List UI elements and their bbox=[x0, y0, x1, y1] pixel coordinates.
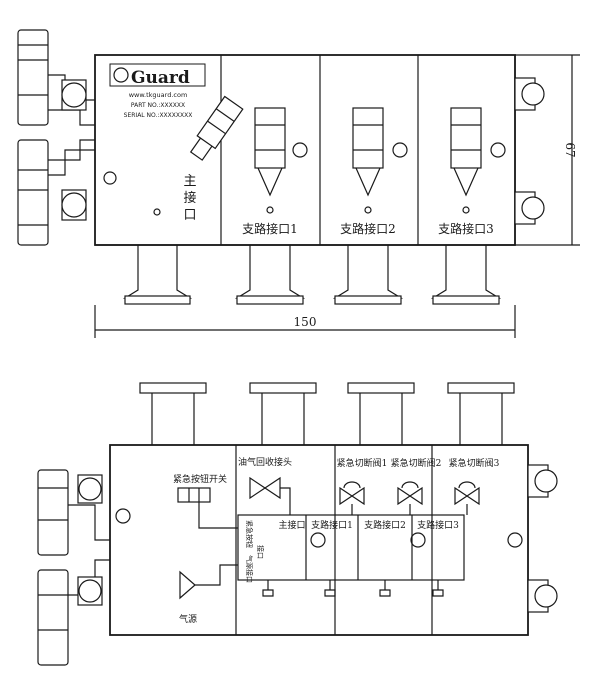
emergency-button-label: 紧急按钮开关 bbox=[173, 473, 227, 485]
main-port-char-3: 口 bbox=[183, 208, 196, 223]
logo-text: Guard bbox=[131, 68, 190, 88]
logo-url: www.tkguard.com bbox=[129, 91, 188, 99]
cutoff-valve-label-2: 紧急切断阀2 bbox=[391, 457, 442, 469]
main-port-label-bottom: 主接口 bbox=[278, 519, 305, 531]
dimension-width: 150 bbox=[94, 305, 516, 338]
cutoff-valve-label-3: 紧急切断阀3 bbox=[449, 457, 500, 469]
branch-port-label-2-top: 支路接口2 bbox=[340, 221, 396, 236]
air-source-symbol bbox=[179, 570, 196, 600]
left-fittings-bottom bbox=[37, 469, 110, 666]
branch-port-label-3-top: 支路接口3 bbox=[438, 221, 494, 236]
main-port-char-1: 主 bbox=[183, 174, 196, 189]
branch-port-label-2-bottom: 支路接口2 bbox=[364, 519, 406, 531]
branch-port-label-1-bottom: 支路接口1 bbox=[311, 519, 353, 531]
cutoff-valve-symbol-1 bbox=[339, 481, 365, 515]
oil-gas-connector-label: 油气回收接头 bbox=[238, 456, 292, 468]
side-label-emergency: 紧急按钮 bbox=[245, 520, 254, 548]
right-fittings-top bbox=[514, 77, 545, 225]
cutoff-valve-label-1: 紧急切断阀1 bbox=[337, 457, 388, 469]
part-no: PART NO.:XXXXXX bbox=[131, 102, 185, 109]
dimension-height: 67 bbox=[515, 54, 580, 246]
upper-flanges-bottom bbox=[139, 382, 515, 445]
guard-logo: Guard www.tkguard.com PART NO.:XXXXXX SE… bbox=[109, 63, 206, 119]
branch-valve-2-top bbox=[352, 107, 408, 214]
main-port-char-2: 接 bbox=[183, 190, 196, 206]
branch-port-label-1-top: 支路接口1 bbox=[242, 221, 298, 236]
serial-no: SERIAL NO.:XXXXXXXX bbox=[124, 112, 193, 119]
lower-flanges-top bbox=[122, 245, 502, 305]
emergency-button-symbol bbox=[177, 487, 211, 503]
branch-valve-1-top bbox=[254, 107, 308, 214]
branch-valve-3-top bbox=[450, 107, 506, 214]
branch-port-label-3-bottom: 支路接口3 bbox=[417, 519, 459, 531]
side-label-port: 接口 bbox=[256, 545, 265, 559]
air-source-label: 气源 bbox=[179, 613, 197, 625]
side-label-air: 气源接口 bbox=[245, 555, 254, 583]
bottom-view: 紧急按钮开关 气源 油气回收接头 紧急切断阀1 紧急切断阀2 紧急切断阀3 bbox=[37, 382, 558, 666]
dimension-width-label: 150 bbox=[294, 315, 317, 329]
main-angled-fitting bbox=[189, 95, 244, 161]
left-fittings-top bbox=[17, 29, 95, 246]
dimension-height-label: 67 bbox=[563, 142, 577, 157]
right-fittings-bottom bbox=[527, 464, 558, 613]
cutoff-valve-symbol-3 bbox=[454, 481, 480, 515]
top-view: Guard www.tkguard.com PART NO.:XXXXXX SE… bbox=[17, 29, 580, 338]
bottom-plugs bbox=[262, 580, 444, 597]
cutoff-valve-symbol-2 bbox=[397, 481, 423, 515]
